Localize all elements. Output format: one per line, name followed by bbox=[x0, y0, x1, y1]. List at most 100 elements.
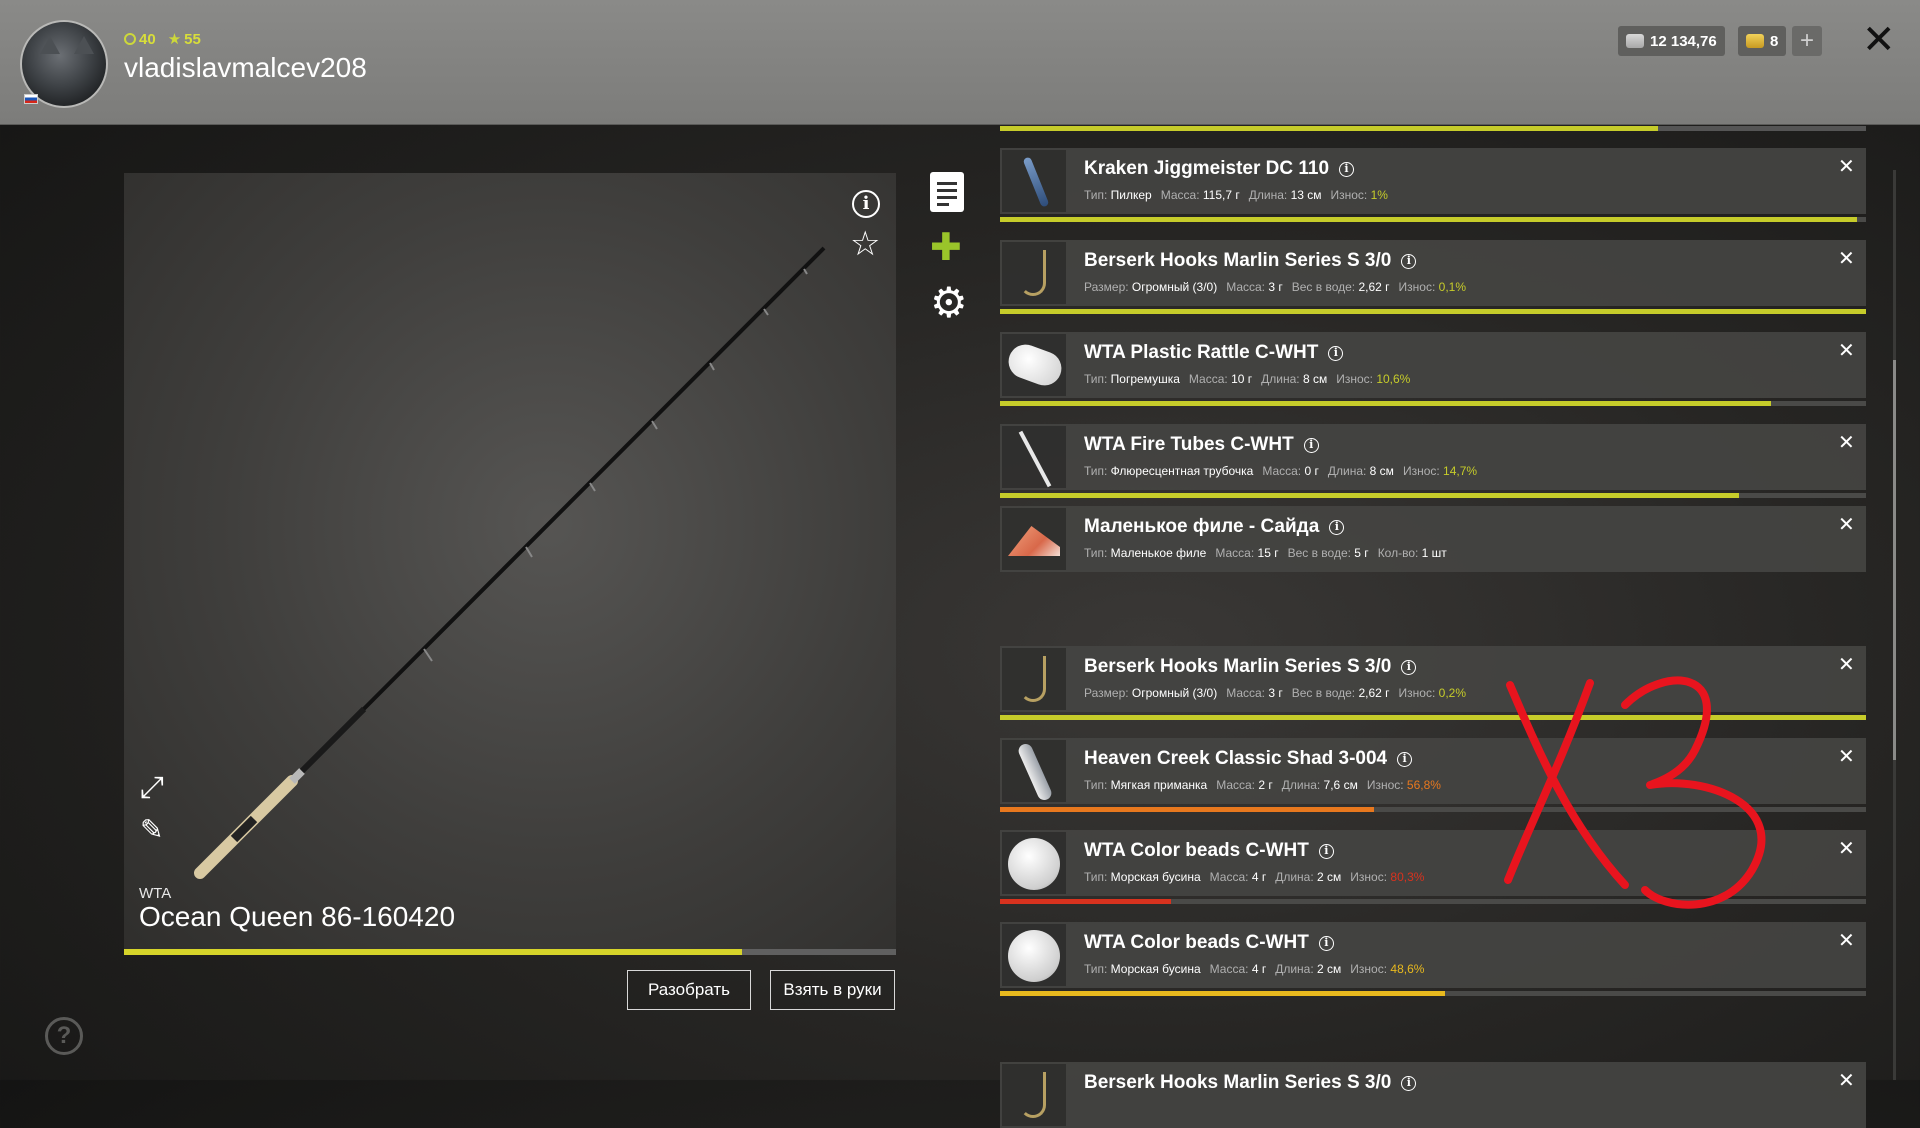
item-stat: Вес в воде: 2,62 г bbox=[1292, 686, 1390, 700]
item-info-icon[interactable]: i bbox=[1401, 253, 1417, 269]
item-wear-label: Износ: bbox=[1366, 778, 1407, 792]
item-stat: Длина: 8 см bbox=[1328, 464, 1394, 478]
remove-item-button[interactable]: ✕ bbox=[1838, 156, 1855, 178]
remove-item-button[interactable]: ✕ bbox=[1838, 340, 1855, 362]
remove-item-button[interactable]: ✕ bbox=[1838, 248, 1855, 270]
level-stat: 40 bbox=[124, 31, 156, 48]
remove-item-button[interactable]: ✕ bbox=[1838, 930, 1855, 952]
item-wear-bar bbox=[1000, 899, 1866, 904]
item-wear: Износ: 0,1% bbox=[1399, 280, 1466, 294]
remove-item-button[interactable]: ✕ bbox=[1838, 746, 1855, 768]
item-stat: Масса: 10 г bbox=[1189, 372, 1252, 386]
item-info-icon[interactable]: i bbox=[1303, 437, 1319, 453]
puzzle-icon[interactable]: ✚ bbox=[930, 227, 962, 269]
expand-icon[interactable]: ⤢ bbox=[140, 771, 164, 804]
item-stat: Длина: 13 см bbox=[1249, 188, 1322, 202]
item-thumbnail bbox=[1002, 924, 1066, 986]
help-icon[interactable]: ? bbox=[45, 1017, 83, 1055]
item-stat-label: Масса: bbox=[1188, 372, 1232, 386]
item-stat-value: 2 см bbox=[1317, 962, 1342, 976]
item-stat: Масса: 4 г bbox=[1210, 962, 1267, 976]
item-stat-label: Масса: bbox=[1215, 546, 1258, 560]
item-wear-value: 1% bbox=[1370, 188, 1388, 202]
gold-value: 8 bbox=[1770, 32, 1779, 50]
item-name-text: Маленькое филе - Сайда bbox=[1084, 516, 1320, 537]
favorite-star-icon[interactable]: ☆ bbox=[850, 225, 881, 263]
disassemble-button[interactable]: Разобрать bbox=[627, 970, 751, 1010]
item-info-icon[interactable]: i bbox=[1329, 519, 1345, 535]
item-stat-label: Масса: bbox=[1226, 280, 1269, 294]
item-name-text: WTA Plastic Rattle C-WHT bbox=[1084, 342, 1319, 363]
item-stat-value: Погремушка bbox=[1110, 372, 1180, 386]
item-thumbnail bbox=[1002, 1064, 1066, 1126]
scrollbar-thumb[interactable] bbox=[1893, 360, 1896, 760]
bead-icon bbox=[1008, 930, 1060, 982]
top-progress-bar-fill bbox=[1000, 126, 1659, 131]
gear-icon[interactable]: ⚙ bbox=[930, 279, 968, 326]
item-stat-value: Пилкер bbox=[1110, 188, 1152, 202]
item-info-icon[interactable]: i bbox=[1401, 659, 1417, 675]
item-stat: Масса: 3 г bbox=[1226, 686, 1283, 700]
add-gold-button[interactable]: + bbox=[1792, 26, 1822, 56]
item-stat: Длина: 2 см bbox=[1275, 870, 1341, 884]
tube-icon bbox=[1018, 430, 1052, 488]
equip-button[interactable]: Взять в руки bbox=[770, 970, 895, 1010]
item-info-icon[interactable]: i bbox=[1397, 751, 1413, 767]
avatar[interactable] bbox=[20, 20, 108, 108]
remove-item-button[interactable]: ✕ bbox=[1838, 514, 1855, 536]
rod-image bbox=[194, 246, 826, 879]
item-stat-value: 2,62 г bbox=[1358, 280, 1390, 294]
item-wear-label: Износ: bbox=[1350, 962, 1391, 976]
item-name-text: WTA Color beads C-WHT bbox=[1084, 840, 1309, 861]
item-info-icon[interactable]: i bbox=[1339, 161, 1355, 177]
close-button[interactable]: ✕ bbox=[1862, 18, 1896, 62]
info-icon[interactable]: i bbox=[852, 190, 880, 218]
item-info-icon[interactable]: i bbox=[1318, 935, 1334, 951]
item-stat-label: Длина: bbox=[1261, 372, 1303, 386]
item-stat-label: Размер: bbox=[1084, 686, 1132, 700]
item-name: Heaven Creek Classic Shad 3-004 i bbox=[1084, 748, 1413, 770]
remove-item-button[interactable]: ✕ bbox=[1838, 432, 1855, 454]
item-stat: Масса: 115,7 г bbox=[1161, 188, 1240, 202]
item-stat: Вес в воде: 5 г bbox=[1288, 546, 1369, 560]
item-wear-bar-fill bbox=[1000, 217, 1858, 222]
item-wear: Износ: 10,6% bbox=[1336, 372, 1410, 386]
document-icon[interactable] bbox=[930, 172, 964, 212]
customize-brush-icon[interactable]: ✎ bbox=[140, 814, 164, 845]
item-wear-value: 14,7% bbox=[1443, 464, 1478, 478]
item-info-icon[interactable]: i bbox=[1318, 843, 1334, 859]
item-stat: Масса: 3 г bbox=[1226, 280, 1283, 294]
rank-stat: ★ 55 bbox=[168, 30, 201, 49]
item-stat: Размер: Огромный (3/0) bbox=[1084, 280, 1217, 294]
remove-item-button[interactable]: ✕ bbox=[1838, 1070, 1855, 1092]
remove-item-button[interactable]: ✕ bbox=[1838, 654, 1855, 676]
item-stat-value: 2 г bbox=[1258, 778, 1273, 792]
item-stat-value: 0 г bbox=[1304, 464, 1319, 478]
item-stat-label: Длина: bbox=[1248, 188, 1291, 202]
item-info-icon[interactable]: i bbox=[1328, 345, 1344, 361]
item-stat-label: Масса: bbox=[1209, 962, 1252, 976]
item-wear-bar bbox=[1000, 493, 1866, 498]
item-stat-label: Размер: bbox=[1084, 280, 1132, 294]
item-info-icon[interactable]: i bbox=[1401, 1075, 1417, 1091]
remove-item-button[interactable]: ✕ bbox=[1838, 838, 1855, 860]
item-thumbnail bbox=[1002, 508, 1066, 570]
item-wear-value: 80,3% bbox=[1390, 870, 1425, 884]
item-name-text: Heaven Creek Classic Shad 3-004 bbox=[1084, 748, 1388, 769]
